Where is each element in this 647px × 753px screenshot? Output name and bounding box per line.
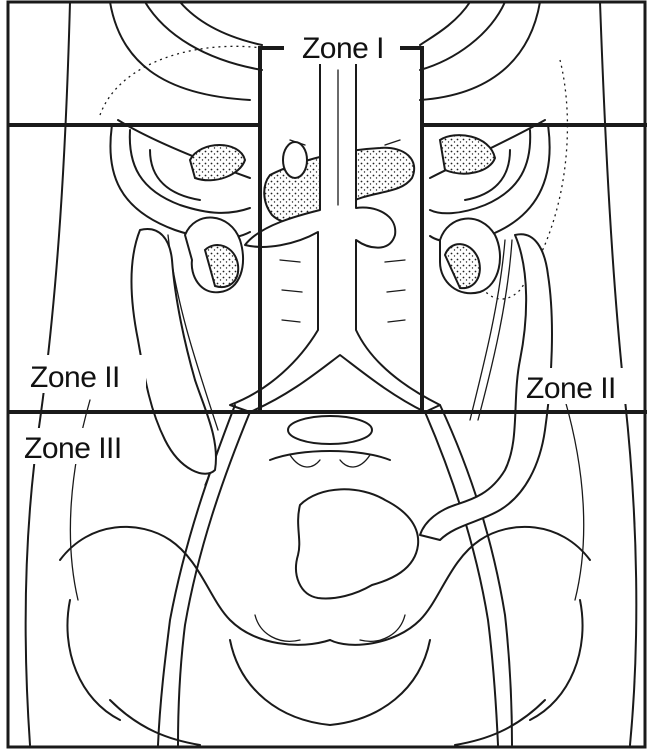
duodenum-knob bbox=[283, 142, 307, 178]
left-adrenal bbox=[190, 145, 245, 180]
right-adrenal bbox=[440, 135, 495, 173]
zone2-left-label: Zone II bbox=[30, 361, 120, 394]
zone1-label: Zone I bbox=[302, 32, 384, 65]
zone2-right-label: Zone II bbox=[526, 372, 616, 405]
liver-outline bbox=[100, 46, 262, 115]
zone3-label: Zone III bbox=[24, 432, 122, 465]
sigmoid-colon bbox=[296, 489, 418, 598]
